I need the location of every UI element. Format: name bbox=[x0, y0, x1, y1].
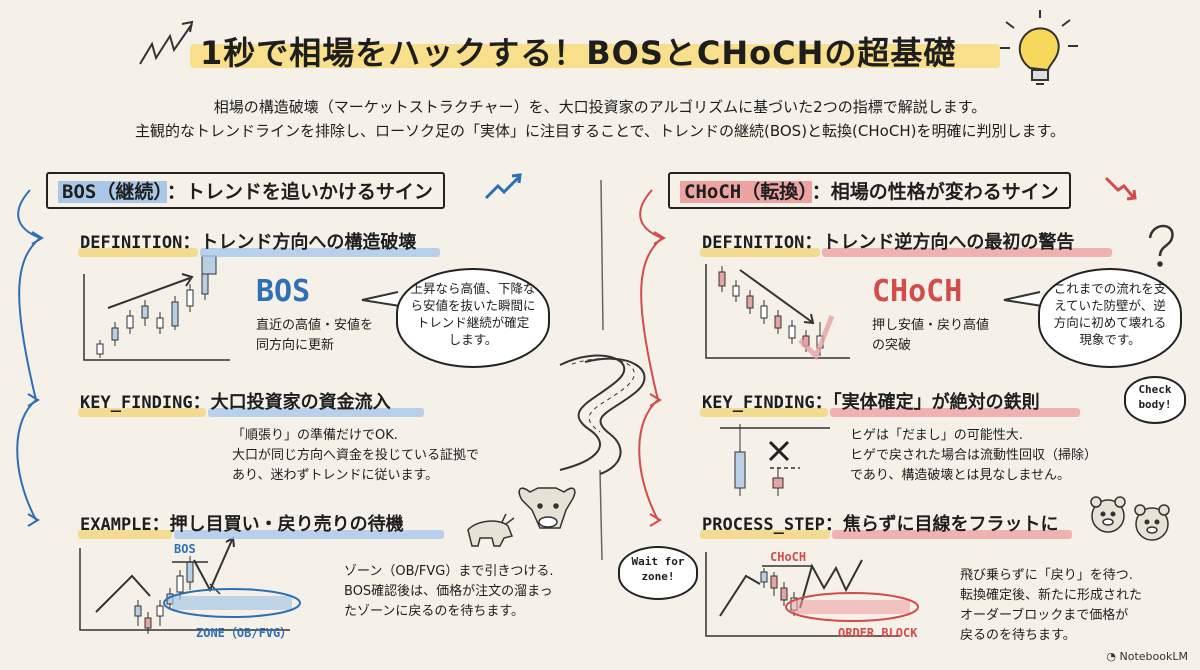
choch-section-header: CHoCH（転換）：相場の性格が変わるサイン bbox=[668, 172, 1071, 209]
intro-line-1: 相場の構造破壊（マーケットストラクチャー）を、大口投資家のアルゴリズムに基づいた… bbox=[213, 98, 987, 116]
bos-keyfinding-key: KEY_FINDING bbox=[80, 393, 193, 413]
arrow-down-right-icon bbox=[1104, 176, 1137, 201]
bos-zone-label: ZONE（OB/FVG） bbox=[196, 626, 293, 640]
bos-example-chart-label: BOS bbox=[174, 542, 196, 556]
center-divider bbox=[599, 179, 604, 561]
bos-example-text: ：押し目買い・戻り売りの待機 bbox=[151, 514, 404, 535]
choch-kf-line-2: ヒゲで戻された場合は流動性回収（掃除） bbox=[850, 448, 1098, 463]
choch-keyfinding-text: ：「実体確定」が絶対の鉄則 bbox=[814, 392, 1040, 413]
bos-kf-line-2: 大口が同じ方向へ資金を投じている証拠で bbox=[232, 448, 480, 463]
bos-big-label: BOS bbox=[256, 274, 311, 309]
choch-big-label: CHoCH bbox=[872, 274, 963, 309]
intro-line-2: 主観的なトレンドラインを排除し、ローソク足の「実体」に注目することで、トレンドの… bbox=[135, 122, 1065, 140]
wait-for-zone-bubble: Wait for zone! bbox=[618, 546, 698, 600]
bos-keyfinding-heading: KEY_FINDING：大口投資家の資金流入 bbox=[80, 388, 391, 414]
bos-kf-line-3: あり、迷わずトレンドに従います。 bbox=[232, 468, 439, 483]
bos-example-key: EXAMPLE bbox=[80, 515, 152, 535]
choch-ps-line-1: 飛び乗らずに「戻り」を待つ. bbox=[960, 568, 1133, 583]
choch-process-key: PROCESS_STEP bbox=[702, 515, 825, 535]
left-flow-line bbox=[16, 189, 42, 521]
choch-process-chart bbox=[705, 552, 919, 637]
logo-icon: ◔ bbox=[1106, 650, 1120, 663]
doodle-arrow-icon bbox=[139, 20, 194, 65]
choch-definition-text: ：トレンド逆方向への最初の警告 bbox=[804, 232, 1075, 253]
choch-ps-line-2: 転換確定後、新たに形成された bbox=[960, 588, 1143, 603]
check-body-bubble: Check body! bbox=[1124, 376, 1186, 424]
choch-header-tag: CHoCH（転換） bbox=[680, 181, 812, 203]
choch-kf-line-3: であり、構造破壊とは見なしません。 bbox=[850, 468, 1070, 483]
choch-keyfinding-key: KEY_FINDING bbox=[702, 393, 815, 413]
bos-ex-line-3: たゾーンに戻るのを待ちます。 bbox=[344, 604, 525, 619]
bos-trend-chart bbox=[83, 255, 230, 361]
choch-process-heading: PROCESS_STEP：焦らずに目線をフラットに bbox=[702, 510, 1058, 536]
bos-example-heading: EXAMPLE：押し目買い・戻り売りの待機 bbox=[80, 510, 404, 536]
choch-ps-line-4: 戻るのを待ちます。 bbox=[960, 628, 1076, 643]
choch-definition-heading: DEFINITION：トレンド逆方向への最初の警告 bbox=[702, 228, 1074, 254]
bos-definition-key: DEFINITION bbox=[80, 233, 183, 253]
question-mark-icon bbox=[1148, 224, 1174, 267]
arrow-up-right-icon bbox=[484, 173, 522, 200]
choch-kf-line-1: ヒゲは「だまし」の可能性大. bbox=[850, 428, 1023, 443]
bos-example-chart bbox=[79, 536, 301, 634]
right-flow-line bbox=[638, 189, 664, 521]
wick-body-diagram bbox=[720, 424, 830, 496]
bos-definition-text: ：トレンド方向への構造破壊 bbox=[182, 232, 417, 253]
road-icon bbox=[559, 354, 646, 475]
notebooklm-logo: ◔ NotebookLM bbox=[1106, 650, 1188, 663]
lightbulb-icon bbox=[1000, 10, 1078, 85]
small-bull-icon bbox=[467, 513, 515, 547]
order-block-label: ORDER BLOCK bbox=[838, 626, 918, 640]
choch-trend-chart bbox=[705, 264, 850, 361]
bos-speech-bubble: 上昇なら高値、下降な ら安値を抜いた瞬間に トレンド継続が確定 します。 bbox=[396, 268, 550, 368]
bos-header-tag: BOS（継続） bbox=[58, 181, 167, 203]
bos-keyfinding-text: ：大口投資家の資金流入 bbox=[192, 392, 391, 413]
choch-big-desc-2: の突破 bbox=[872, 338, 912, 353]
choch-process-text: ：焦らずに目線をフラットに bbox=[824, 514, 1059, 535]
bos-big-desc-2: 同方向に更新 bbox=[256, 338, 335, 353]
choch-definition-key: DEFINITION bbox=[702, 233, 805, 253]
bear-icon bbox=[1090, 496, 1170, 541]
page-title: 1秒で相場をハックする！BOSとCHoCHの超基礎 bbox=[200, 34, 957, 72]
choch-header-text: ：相場の性格が変わるサイン bbox=[811, 181, 1059, 203]
choch-speech-bubble: これまでの流れを支 えていた防壁が、逆 方向に初めて壊れる 現象です。 bbox=[1038, 268, 1182, 368]
choch-keyfinding-heading: KEY_FINDING：「実体確定」が絶対の鉄則 bbox=[702, 388, 1040, 414]
choch-big-desc-1: 押し安値・戻り高値 bbox=[872, 318, 990, 333]
bos-definition-heading: DEFINITION：トレンド方向への構造破壊 bbox=[80, 228, 416, 254]
choch-ps-line-3: オーダーブロックまで価格が bbox=[960, 608, 1129, 623]
bull-icon bbox=[518, 487, 576, 529]
bos-header-text: ：トレンドを追いかけるサイン bbox=[166, 181, 433, 203]
title-highlight bbox=[190, 44, 1000, 68]
bos-ex-line-1: ゾーン（OB/FVG）まで引きつける. bbox=[344, 564, 554, 579]
cross-icon bbox=[768, 440, 790, 462]
bos-kf-line-1: 「順張り」の準備だけでOK. bbox=[232, 428, 398, 443]
choch-process-chart-label: CHoCH bbox=[770, 550, 807, 564]
bos-section-header: BOS（継続）：トレンドを追いかけるサイン bbox=[46, 172, 445, 209]
bos-big-desc-1: 直近の高値・安値を bbox=[256, 318, 374, 333]
bos-ex-line-2: BOS確認後は、価格が注文の溜まっ bbox=[344, 584, 553, 599]
